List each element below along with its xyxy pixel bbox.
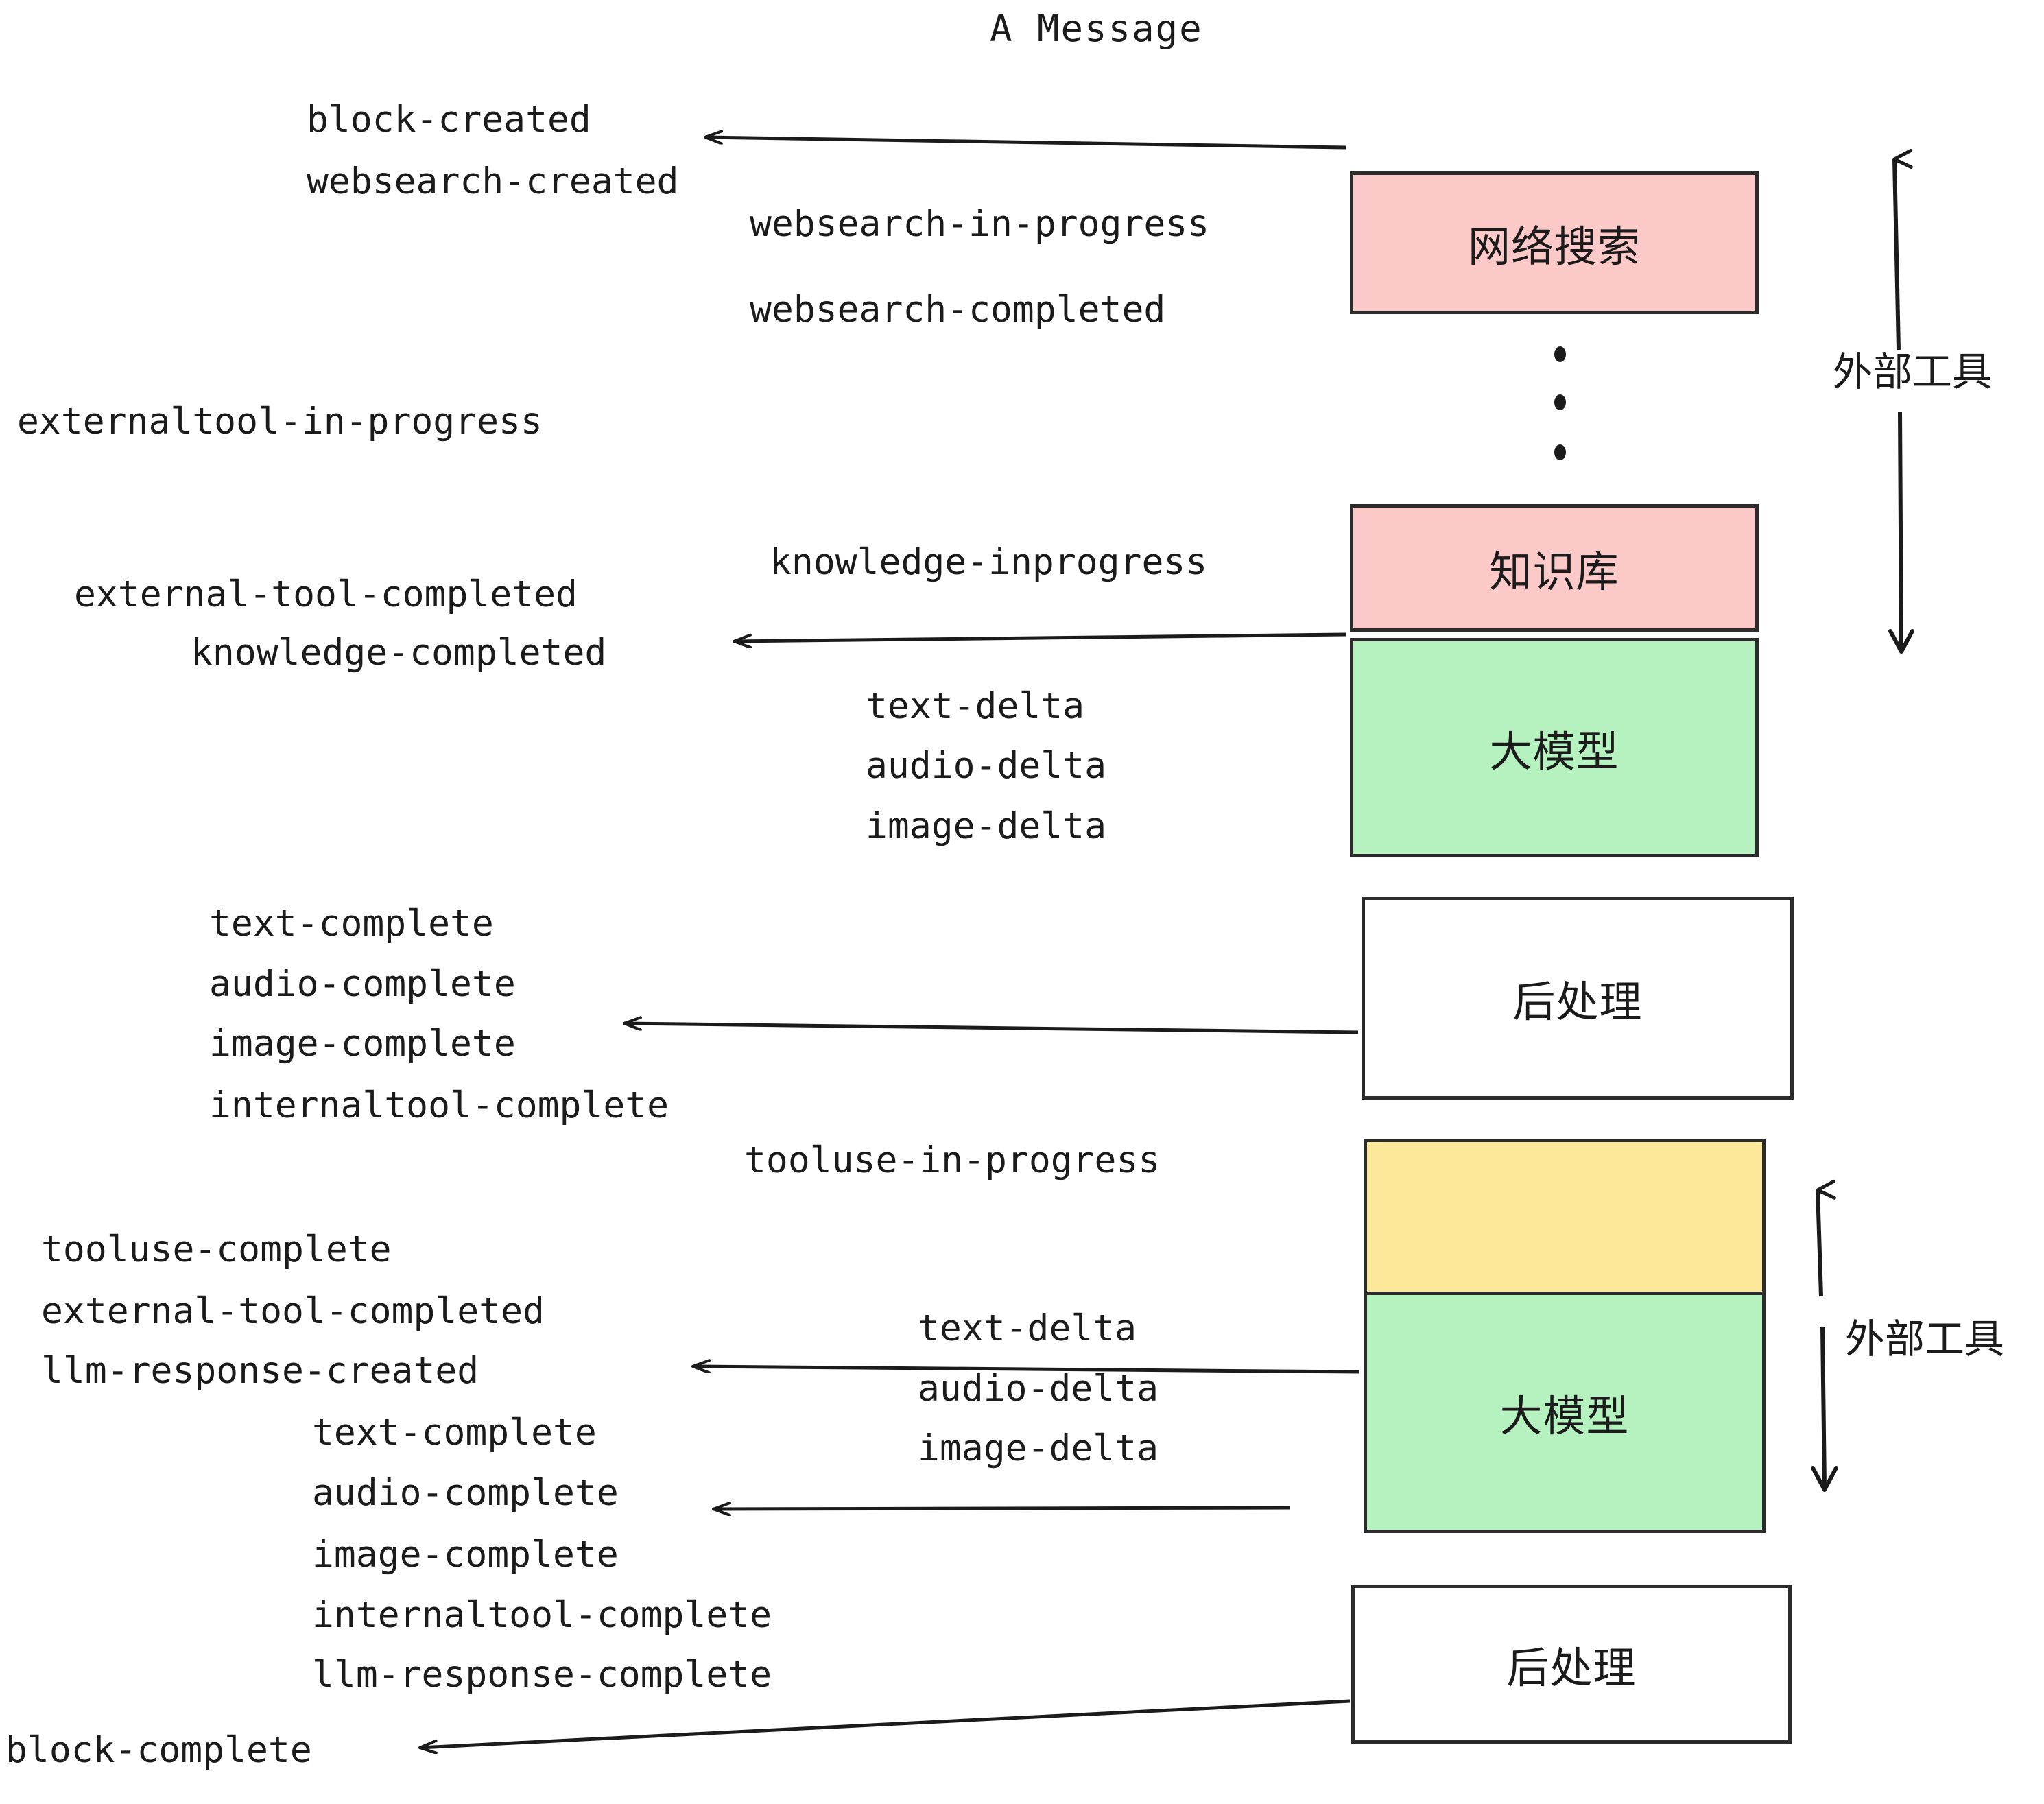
event-text-complete-1: text-complete (209, 903, 494, 945)
event-text-delta-1: text-delta (866, 685, 1085, 727)
ellipsis-dot (1554, 444, 1566, 460)
arrow-llm2-to-audio-complete (713, 1508, 1290, 1509)
label-external-tools-bottom: 外部工具 (1845, 1316, 2005, 1362)
page-title: A Message (990, 7, 1203, 50)
arrowhead-external-tools-bottom-down (1811, 1466, 1838, 1492)
node-postprocess-1[interactable]: 后处理 (1362, 897, 1794, 1100)
event-tooluse-in-progress: tooluse-in-progress (744, 1139, 1161, 1181)
event-image-delta-1: image-delta (866, 805, 1106, 847)
line-external-tools-bottom-down (1820, 1327, 1827, 1488)
event-internaltool-complete-2: internaltool-complete (312, 1594, 772, 1636)
node-llm-1-label: 大模型 (1489, 726, 1619, 776)
event-llm-response-created: llm-response-created (41, 1350, 479, 1392)
ellipsis-dot (1554, 394, 1566, 410)
event-audio-complete-1: audio-complete (209, 963, 516, 1005)
event-websearch-in-progress: websearch-in-progress (750, 203, 1210, 245)
event-tooluse-complete: tooluse-complete (41, 1229, 392, 1270)
event-audio-delta-2: audio-delta (918, 1368, 1158, 1410)
node-knowledge[interactable]: 知识库 (1350, 504, 1759, 632)
node-websearch[interactable]: 网络搜索 (1350, 171, 1759, 314)
arrow-knowledge-to-completed (734, 632, 1346, 641)
ellipsis-dot (1554, 346, 1566, 362)
arrowhead-external-tools-top-down (1888, 629, 1914, 654)
arrow-postprocess1-to-image-complete (624, 1023, 1359, 1034)
node-postprocess-1-label: 后处理 (1512, 977, 1643, 1027)
node-postprocess-2[interactable]: 后处理 (1351, 1585, 1792, 1744)
event-block-complete: block-complete (5, 1729, 312, 1771)
arrow-websearch-to-created (705, 137, 1346, 150)
event-knowledge-inprogress: knowledge-inprogress (770, 541, 1208, 583)
node-llm-1[interactable]: 大模型 (1350, 638, 1759, 857)
event-external-tool-completed-2: external-tool-completed (41, 1290, 545, 1332)
node-knowledge-label: 知识库 (1489, 547, 1619, 597)
label-external-tools-top: 外部工具 (1833, 348, 1993, 395)
event-audio-delta-1: audio-delta (866, 745, 1106, 787)
event-llm-response-complete: llm-response-complete (312, 1654, 772, 1696)
event-websearch-completed: websearch-completed (750, 289, 1166, 331)
node-llm-2[interactable]: 大模型 (1364, 1292, 1766, 1533)
arrow-postprocess2-to-block-complete (420, 1699, 1351, 1748)
event-external-tool-completed-1: external-tool-completed (74, 573, 578, 615)
event-image-complete-1: image-complete (209, 1023, 516, 1065)
event-image-delta-2: image-delta (918, 1427, 1158, 1469)
event-text-complete-2: text-complete (312, 1412, 597, 1453)
node-websearch-label: 网络搜索 (1467, 222, 1641, 272)
event-knowledge-completed: knowledge-completed (191, 632, 607, 674)
line-external-tools-top-down (1898, 411, 1903, 652)
arrow-external-tools-top-up (1892, 148, 1913, 351)
node-postprocess-2-label: 后处理 (1506, 1643, 1637, 1693)
event-internaltool-complete-1: internaltool-complete (209, 1084, 669, 1126)
arrow-external-tools-bottom-up (1816, 1179, 1836, 1297)
event-externaltool-in-progress: externaltool-in-progress (17, 401, 543, 442)
event-image-complete-2: image-complete (312, 1534, 619, 1576)
event-text-delta-2: text-delta (918, 1307, 1137, 1349)
node-llm-2-label: 大模型 (1499, 1391, 1630, 1441)
event-audio-complete-2: audio-complete (312, 1472, 619, 1514)
event-websearch-created: websearch-created (307, 161, 679, 202)
event-block-created: block-created (307, 99, 591, 141)
